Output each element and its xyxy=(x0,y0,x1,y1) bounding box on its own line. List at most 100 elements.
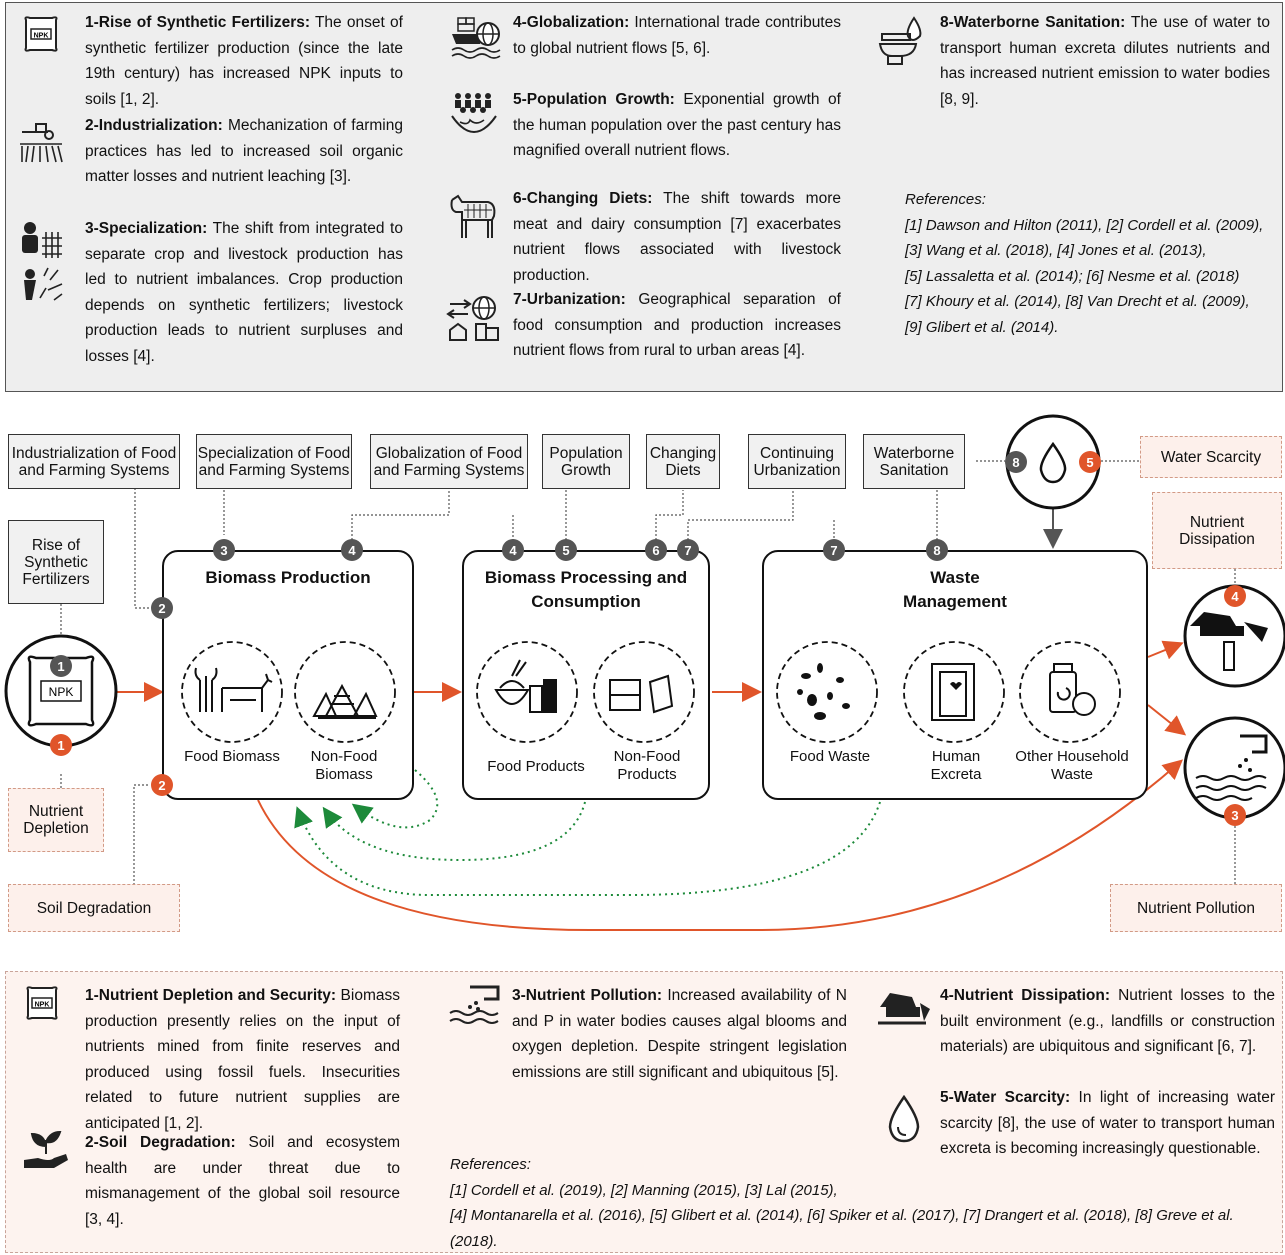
food-waste-icon xyxy=(797,663,850,720)
driver-badge: 8 xyxy=(1005,451,1027,473)
svg-text:3: 3 xyxy=(1231,808,1238,823)
pipe-discharge-icon xyxy=(449,985,500,1024)
driver-item-7: 7-Urbanization: Geographical separation … xyxy=(513,291,841,359)
driver-badge: 4 xyxy=(341,539,363,561)
driver-box-globalization: Globalization of Food and Farming System… xyxy=(370,434,528,489)
driver-item-8: 8-Waterborne Sanitation: The use of wate… xyxy=(940,14,1270,108)
plant-in-hand-icon xyxy=(24,1130,68,1168)
driver-badge: 4 xyxy=(502,539,524,561)
category-label: Human Excreta xyxy=(930,748,982,783)
driver-badges: 1 2 3 4 4 5 6 7 7 8 8 xyxy=(50,451,1027,677)
toilet-water-icon xyxy=(878,16,922,65)
cargo-ship-globe-icon xyxy=(451,17,501,59)
driver-box-fertilizers: Rise of Synthetic Fertilizers xyxy=(8,520,104,604)
household-waste-icon xyxy=(1049,663,1096,716)
fertilizer-bag-icon: NPK xyxy=(24,16,58,52)
driver-badge: 5 xyxy=(555,539,577,561)
category-label: Non-Food Products xyxy=(613,748,681,783)
impact-item-5: 5-Water Scarcity: In light of increasing… xyxy=(940,1089,1275,1157)
bulldozer-icon xyxy=(1183,584,1285,688)
impact-item-3: 3-Nutrient Pollution: Increased availabi… xyxy=(512,987,848,1081)
pipe-discharge-icon xyxy=(1183,716,1285,820)
food-biomass-icon xyxy=(194,667,273,712)
category-label: Other Household Waste xyxy=(1015,748,1129,783)
population-globe-icon xyxy=(451,93,497,133)
driver-badge: 7 xyxy=(823,539,845,561)
svg-text:4: 4 xyxy=(348,543,356,558)
water-drop-icon xyxy=(888,1095,920,1143)
impact-box-pollution: Nutrient Pollution xyxy=(1110,884,1282,932)
svg-text:7: 7 xyxy=(830,543,837,558)
driver-badge: 3 xyxy=(213,539,235,561)
category-label: Food Biomass xyxy=(184,748,280,765)
impact-badge: 1 xyxy=(50,734,72,756)
svg-text:4: 4 xyxy=(1231,589,1239,604)
node-title: Biomass Production xyxy=(205,568,371,587)
driver-box-sanitation: Waterborne Sanitation xyxy=(863,434,965,489)
impact-badges: 1 2 3 4 5 xyxy=(50,451,1246,826)
drivers-legend-panel xyxy=(5,2,1283,392)
svg-text:5: 5 xyxy=(562,543,569,558)
npk-source-icon: NPK xyxy=(4,634,118,748)
svg-text:4: 4 xyxy=(509,543,517,558)
non-food-biomass-icon xyxy=(312,683,378,719)
svg-text:1: 1 xyxy=(57,738,64,753)
cow-icon xyxy=(450,194,496,238)
category-label: Non-Food Biomass xyxy=(310,748,378,783)
recycling-flows xyxy=(294,769,881,896)
driver-badge: 8 xyxy=(926,539,948,561)
impact-item-2: 2-Soil Degradation: Soil and ecosystem h… xyxy=(85,1134,400,1228)
category-label: Food Products xyxy=(487,758,585,775)
svg-text:8: 8 xyxy=(1012,455,1019,470)
driver-badge: 7 xyxy=(677,539,699,561)
svg-text:2: 2 xyxy=(158,778,165,793)
fertilizer-bag-icon: NPK xyxy=(26,986,58,1020)
impact-item-1: 1-Nutrient Depletion and Security: Bioma… xyxy=(85,987,400,1132)
driver-box-urbanization: Continuing Urbanization xyxy=(748,434,846,489)
top-references: References: [1] Dawson and Hilton (2011)… xyxy=(905,191,1264,336)
driver-box-specialization: Specialization of Food and Farming Syste… xyxy=(196,434,352,489)
urbanization-icon xyxy=(446,296,499,341)
driver-box-industrialization: Industrialization of Food and Farming Sy… xyxy=(8,434,180,489)
svg-text:8: 8 xyxy=(933,543,940,558)
human-excreta-icon xyxy=(931,663,975,721)
driver-item-2: 2-Industrialization: Mechanization of fa… xyxy=(85,117,403,185)
impact-box-depletion: Nutrient Depletion xyxy=(8,788,104,852)
farmer-icon xyxy=(22,222,63,301)
driver-item-1: 1-Rise of Synthetic Fertilizers: The ons… xyxy=(85,14,403,108)
svg-text:6: 6 xyxy=(652,543,659,558)
driver-item-3: 3-Specialization: The shift from integra… xyxy=(85,220,403,365)
bulldozer-icon xyxy=(878,993,930,1025)
driver-badge: 1 xyxy=(50,655,72,677)
impact-box-water-scarcity: Water Scarcity xyxy=(1140,436,1282,478)
tractor-icon xyxy=(20,123,63,163)
node-title: Waste Management xyxy=(903,568,1007,611)
non-food-products-icon xyxy=(609,674,674,714)
driver-leaders xyxy=(60,460,1236,893)
impact-badge: 5 xyxy=(1079,451,1101,473)
driver-box-population: Population Growth xyxy=(542,434,630,489)
impact-item-4: 4-Nutrient Dissipation: Nutrient losses … xyxy=(940,987,1275,1055)
svg-text:NPK: NPK xyxy=(35,1002,50,1009)
driver-item-6: 6-Changing Diets: The shift towards more… xyxy=(513,190,841,284)
impact-badge: 3 xyxy=(1224,804,1246,826)
npk-label: NPK xyxy=(49,685,74,699)
driver-badge: 6 xyxy=(645,539,667,561)
node-waste-management: Waste Management Food Waste Human Excret… xyxy=(762,550,1148,800)
nutrient-flows xyxy=(116,640,1187,931)
impact-badge: 2 xyxy=(151,774,173,796)
svg-text:7: 7 xyxy=(684,543,691,558)
food-products-icon xyxy=(494,659,557,713)
driver-box-diets: Changing Diets xyxy=(646,434,720,489)
driver-item-5: 5-Population Growth: Exponential growth … xyxy=(513,91,841,159)
category-label: Food Waste xyxy=(789,748,871,765)
driver-badge: 2 xyxy=(151,597,173,619)
svg-text:1: 1 xyxy=(57,659,64,674)
bottom-references: References: [1] Cordell et al. (2019), [… xyxy=(450,1156,1234,1250)
node-biomass-production: Biomass Production Food Biomass Non-Food… xyxy=(162,550,414,800)
node-title: Biomass Processing and Consumption xyxy=(484,568,688,611)
driver-item-4: 4-Globalization: International trade con… xyxy=(513,14,841,57)
svg-text:3: 3 xyxy=(220,543,227,558)
